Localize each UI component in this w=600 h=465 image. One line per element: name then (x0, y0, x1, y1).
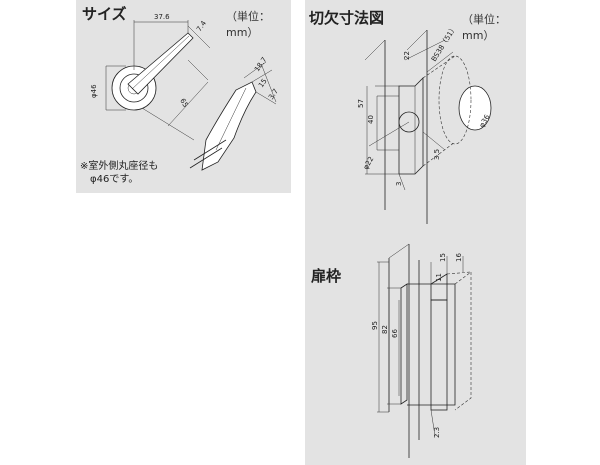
cutout-panel-title: 切欠寸法図 (309, 9, 385, 27)
dim-frame-82-label: 82 (381, 325, 389, 334)
dim-40-label: 40 (367, 115, 375, 124)
cutout-drawing: 22 BS38（51） 57 40 φ36 φ22 3.5 3 (357, 24, 492, 224)
dim-width-label: 37.6 (154, 13, 170, 21)
dim-lever-label: 65 (178, 97, 189, 109)
lever-handle-drawing: 37.6 7.4 φ46 65 18.7 15 3.7 (90, 13, 280, 171)
dim-22-label: 22 (403, 51, 411, 60)
frame-drawing: 15 16 11 95 82 66 2.3 (371, 243, 472, 458)
size-note-line1: ※室外側丸座径も (80, 161, 159, 172)
dim-projection-label: 7.4 (195, 19, 208, 33)
dim-3-label: 3 (395, 182, 403, 186)
frame-panel-title: 扉枠 (311, 267, 342, 285)
dim-depth-label: 18.7 (253, 56, 268, 73)
size-panel: サイズ （単位：mm） 37.6 7.4 φ46 (76, 0, 291, 193)
dim-frame-23-label: 2.3 (433, 427, 441, 438)
dim-frame-66-label: 66 (391, 329, 399, 338)
dim-frame-15-label: 15 (439, 253, 447, 262)
dim-15-label: 15 (257, 77, 269, 89)
cutout-panel-unit: （単位：mm） (462, 13, 506, 42)
cutout-panel: 切欠寸法図 （単位：mm） 22 BS38（51） 57 40 φ36 (305, 0, 526, 465)
dim-diameter-label: φ46 (90, 84, 98, 98)
dim-35-label: 3.5 (433, 149, 441, 160)
size-panel-unit: （単位：mm） (226, 10, 270, 39)
dim-frame-95-label: 95 (371, 321, 379, 330)
dim-frame-11-label: 11 (435, 273, 443, 282)
size-note-line2: φ46です。 (90, 174, 139, 185)
size-panel-title: サイズ (82, 5, 127, 23)
dim-37-label: 3.7 (267, 87, 280, 101)
dim-frame-16-label: 16 (455, 253, 463, 262)
dim-57-label: 57 (357, 99, 365, 108)
